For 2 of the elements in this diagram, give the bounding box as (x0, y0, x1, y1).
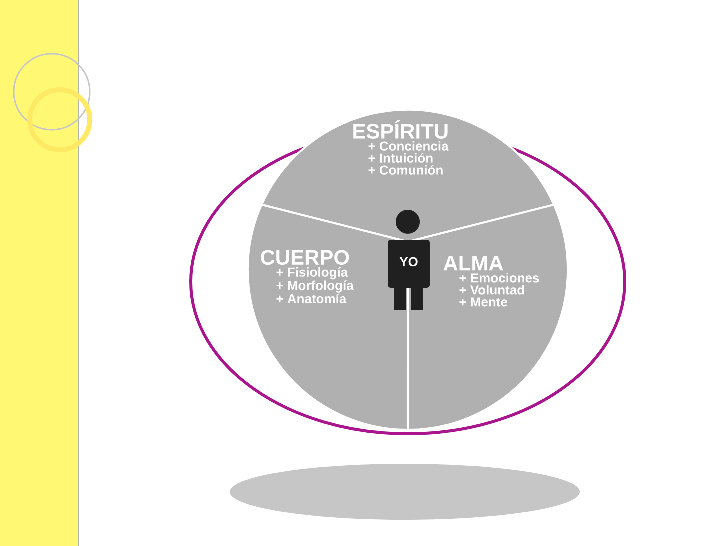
sector: ESPÍRITU + Conciencia + Intuición + Comunión (260, 108, 556, 243)
person-figure: YO (388, 210, 430, 310)
